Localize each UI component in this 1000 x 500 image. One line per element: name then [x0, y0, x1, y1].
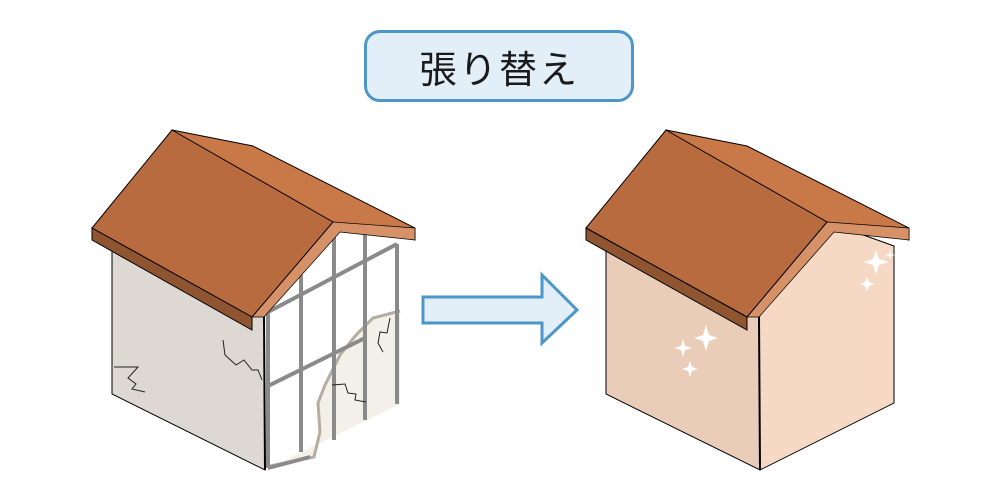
- before-house: [91, 129, 416, 471]
- after-house: [585, 129, 910, 471]
- sparkle-icons: [674, 250, 895, 377]
- crack-lines: [114, 317, 391, 403]
- wall-frame: [266, 232, 399, 470]
- siding-tear-edge: [269, 309, 401, 468]
- title-text: 張り替え: [418, 47, 579, 92]
- right-arrow-icon: [421, 271, 580, 347]
- title-badge: 張り替え: [364, 30, 634, 102]
